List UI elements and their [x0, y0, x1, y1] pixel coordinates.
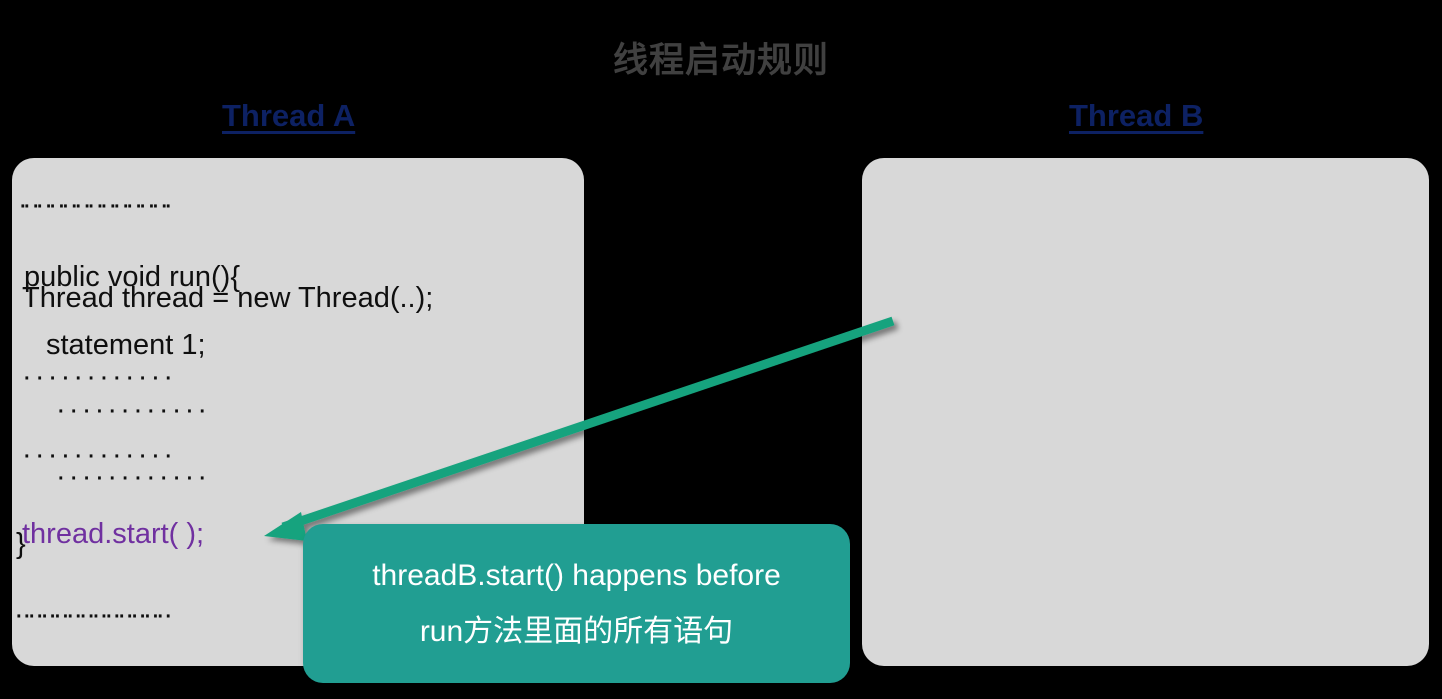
callout-line-1: threadB.start() happens before	[372, 558, 781, 592]
code-line-ellipsis: ············	[18, 189, 173, 221]
column-heading-thread-b: Thread B	[1069, 98, 1204, 133]
page-title: 线程启动规则	[612, 41, 829, 80]
happens-before-callout: threadB.start() happens before run方法里面的所…	[303, 524, 850, 683]
code-line-ellipsis: ············	[22, 439, 177, 471]
code-line-ellipsis: ············	[22, 361, 177, 393]
code-line-ellipsis: ············	[22, 599, 177, 631]
column-heading-thread-a: Thread A	[222, 98, 356, 133]
code-line-thread-start: thread.start( );	[22, 518, 205, 550]
code-line-closing-brace: }	[16, 528, 26, 560]
code-line-ellipsis: ············	[14, 599, 169, 631]
code-line-ellipsis: ············	[56, 461, 211, 493]
code-line-thread-construction: Thread thread = new Thread(..);	[22, 282, 434, 314]
code-line-run-method-signature: public void run(){	[24, 261, 240, 293]
code-line-ellipsis: ············	[22, 189, 177, 221]
code-line-ellipsis: ············	[56, 394, 211, 426]
code-panel-thread-b	[862, 158, 1429, 666]
code-line-statement-1: statement 1;	[46, 329, 206, 361]
callout-line-2: run方法里面的所有语句	[419, 614, 734, 648]
